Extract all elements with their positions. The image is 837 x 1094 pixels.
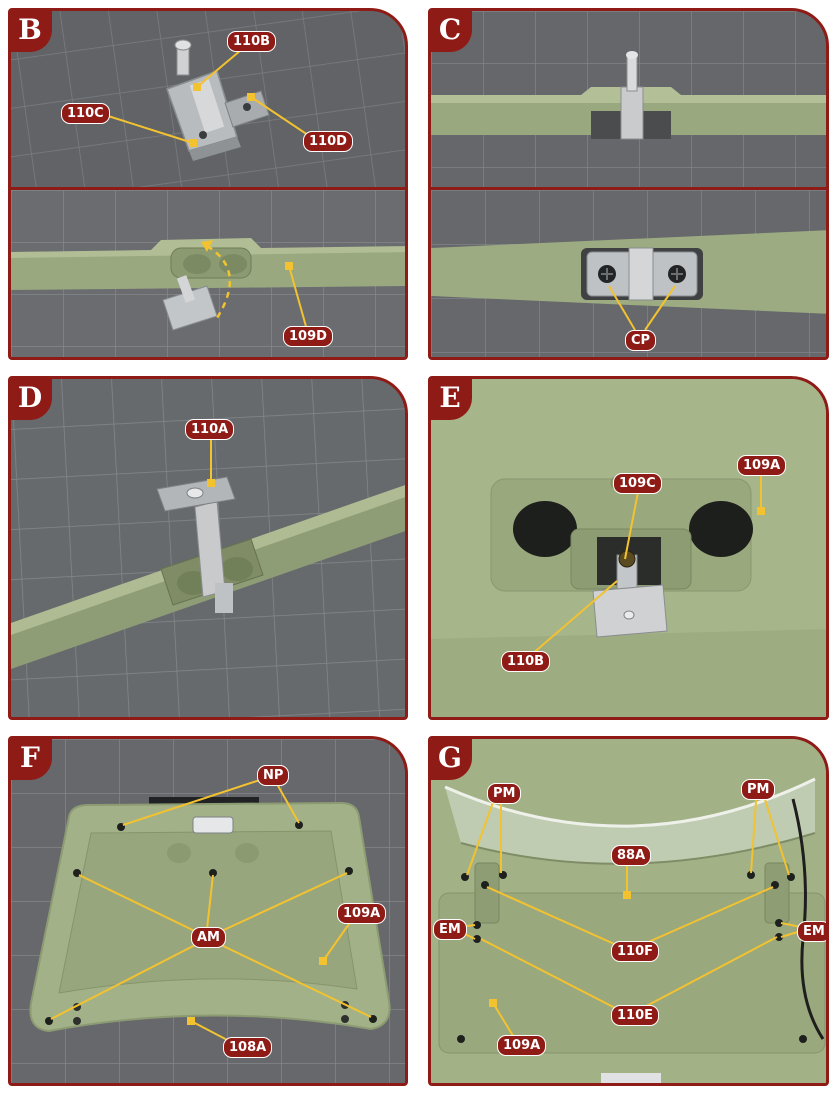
label-110b-e: 110B	[501, 651, 551, 672]
label-109a-f: 109A	[337, 903, 387, 924]
label-am: AM	[191, 927, 226, 948]
label-88a: 88A	[611, 845, 652, 866]
panel-f: F NP	[8, 736, 408, 1086]
label-109d: 109D	[283, 326, 333, 347]
label-109a: 109A	[737, 455, 787, 476]
label-np: NP	[257, 765, 290, 786]
panel-c-bottom-photo: CP	[431, 190, 826, 357]
label-109a-g: 109A	[497, 1035, 547, 1056]
panel-d: D 110A	[8, 376, 408, 720]
left-hole	[513, 501, 577, 557]
label-em-right: EM	[797, 921, 826, 942]
panel-b-top-photo: 110B 110C 110D	[11, 11, 405, 187]
right-hole	[689, 501, 753, 557]
step-badge-g: G	[431, 739, 472, 780]
panel-c-top-svg	[431, 11, 826, 187]
label-110e: 110E	[611, 1005, 660, 1026]
label-110b: 110B	[227, 31, 277, 52]
step-badge-e: E	[431, 379, 472, 420]
panel-c: C	[428, 8, 829, 360]
label-110f: 110F	[611, 941, 660, 962]
hinge-part-110	[166, 39, 270, 161]
label-108a: 108A	[223, 1037, 273, 1058]
label-pm-left: PM	[487, 783, 522, 804]
window-glass-88a	[445, 779, 815, 864]
panel-b-bottom-svg	[11, 190, 405, 357]
panel-e-svg	[431, 379, 826, 717]
panel-c-bottom-svg	[431, 190, 826, 357]
panel-b-divider	[11, 187, 405, 190]
step-badge-d: D	[11, 379, 52, 420]
label-110d: 110D	[303, 131, 353, 152]
hinge-part-110b	[592, 550, 668, 638]
label-em-left: EM	[433, 919, 467, 940]
label-110c: 110C	[61, 103, 110, 124]
rotation-arrow-head	[201, 240, 213, 252]
label-cp: CP	[625, 330, 657, 351]
hinge-cover	[192, 816, 234, 834]
panel-d-svg	[11, 379, 405, 717]
panel-b-top-svg	[11, 11, 405, 187]
label-109c: 109C	[613, 473, 662, 494]
label-pm-right: PM	[741, 779, 776, 800]
bar-part-109d	[11, 238, 405, 290]
bar-part	[431, 51, 826, 140]
panel-g: G PM	[428, 736, 829, 1086]
panel-c-top-photo	[431, 11, 826, 187]
hinge-part-110a	[156, 476, 236, 613]
rotation-arrow	[206, 244, 232, 319]
bar-part-underside	[431, 230, 826, 314]
panel-e: E 109C 109A 110B	[428, 376, 829, 720]
step-badge-c: C	[431, 11, 472, 52]
label-110a: 110A	[185, 419, 235, 440]
panel-b: B	[8, 8, 408, 360]
step-badge-b: B	[11, 11, 52, 52]
panel-b-bottom-photo: 109D	[11, 190, 405, 357]
step-badge-f: F	[11, 739, 52, 780]
panel-c-divider	[431, 187, 826, 190]
inner-panel-109a	[438, 892, 826, 1054]
